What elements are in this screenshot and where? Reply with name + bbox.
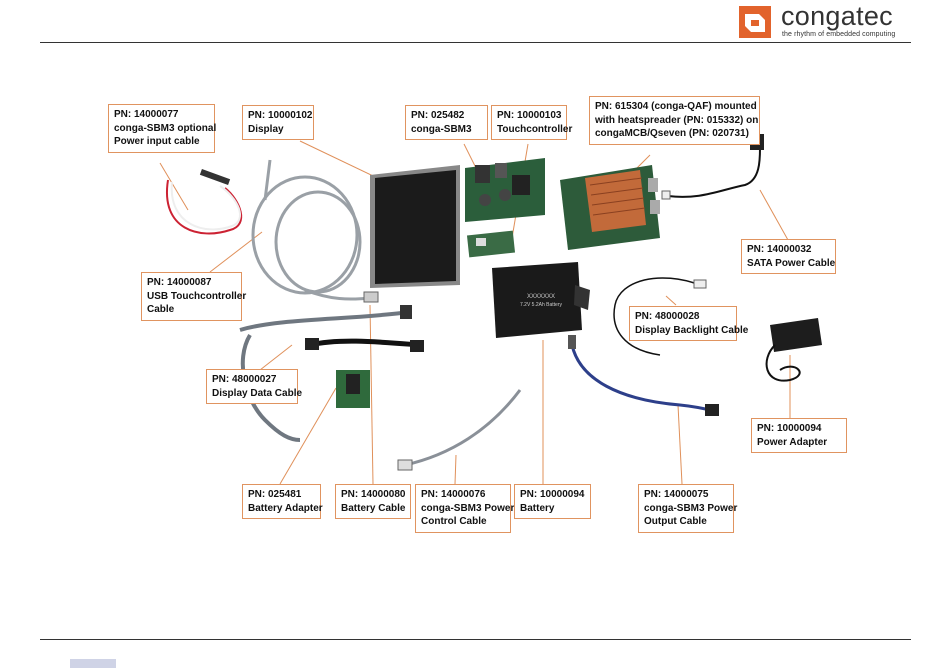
page-number-box [70, 659, 116, 668]
congatec-logo-icon [739, 6, 771, 38]
footer-divider [40, 639, 911, 640]
qseven-board-art [560, 165, 660, 250]
power-output-cable-art [568, 335, 719, 416]
sbm3-board-art [465, 158, 545, 222]
brand-tagline: the rhythm of embedded computing [782, 31, 896, 38]
battery-art: XXXXXXX 7.2V 5.2Ah Battery [492, 262, 590, 338]
backlight-cable-art [613, 277, 707, 356]
display-data-cable-art [239, 310, 411, 442]
battery-adapter-art [336, 370, 370, 408]
header-divider [40, 42, 911, 43]
usb-cable-art [251, 159, 371, 301]
touchcontroller-art [466, 230, 516, 258]
power-adapter-art [765, 318, 822, 382]
power-control-cable-art [397, 389, 522, 471]
brand-name: congatec [781, 1, 893, 31]
power-input-cable-art [165, 169, 243, 235]
battery-print-line1: XXXXXXX [527, 294, 555, 300]
battery-cable-art [305, 338, 424, 352]
battery-print-line2: 7.2V 5.2Ah Battery [520, 302, 562, 308]
display-panel-art [370, 165, 460, 288]
